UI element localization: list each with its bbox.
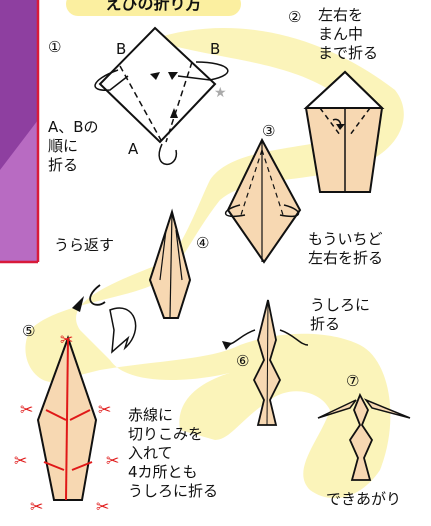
svg-text:★: ★ — [214, 85, 227, 101]
side-panel — [0, 0, 40, 264]
step2-figure — [303, 70, 385, 193]
step7-text: できあがり — [326, 490, 402, 508]
step4-figure — [72, 208, 192, 354]
svg-text:✂: ✂ — [60, 330, 73, 349]
step3-num: ③ — [262, 122, 275, 140]
svg-text:✂: ✂ — [98, 400, 111, 419]
step2-num: ② — [288, 8, 301, 26]
yellow-path — [25, 28, 404, 499]
svg-text:✂: ✂ — [20, 400, 33, 419]
step7-num: ⑦ — [346, 372, 359, 390]
svg-text:✂: ✂ — [30, 497, 43, 516]
step2-text: 左右を まん中 まで折る — [318, 6, 379, 62]
step6-figure — [222, 299, 309, 426]
step4-text: うら返す — [54, 236, 115, 254]
step7-figure — [317, 392, 411, 481]
svg-text:✂: ✂ — [14, 451, 27, 470]
step4-num: ④ — [196, 234, 209, 252]
step1-figure: ★ — [94, 26, 229, 166]
svg-text:✂: ✂ — [96, 497, 109, 516]
step1-label-a: A — [128, 140, 139, 158]
step5-figure: ✂ ✂ ✂ ✂ ✂ ✂ ✂ — [14, 330, 119, 516]
step1-label-b1: B — [116, 40, 127, 58]
step3-figure — [224, 137, 302, 264]
page-title: えびの折り方 — [66, 0, 241, 16]
step5-text: 赤線に 切りこみを 入れて 4カ所とも うしろに折る — [128, 406, 219, 500]
step6-num: ⑥ — [236, 352, 249, 370]
step1-num: ① — [48, 38, 61, 56]
step1-label-b2: B — [210, 40, 221, 58]
step6-text: うしろに 折る — [310, 296, 371, 333]
svg-text:✂: ✂ — [106, 451, 119, 470]
step3-text: もういちど 左右を折る — [308, 230, 384, 267]
step5-num: ⑤ — [22, 322, 35, 340]
step1-text: A、Bの 順に 折る — [48, 118, 99, 174]
